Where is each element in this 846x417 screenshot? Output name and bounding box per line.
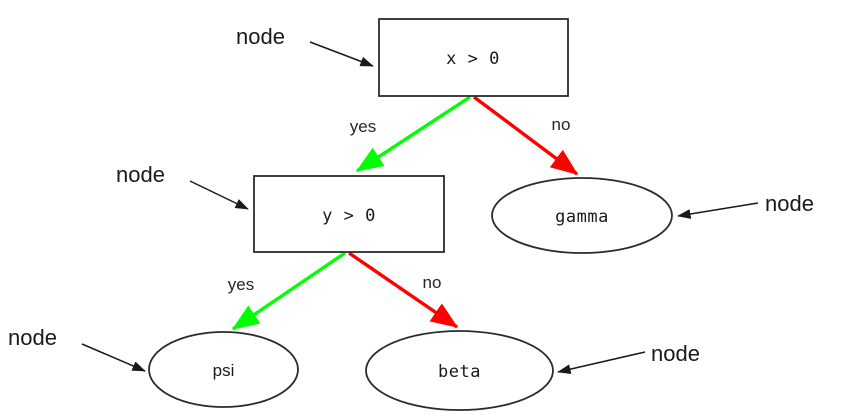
edge-inner-to-psi: yes [228, 251, 346, 331]
node-root-label: x > 0 [446, 49, 500, 69]
annotation-pointer-gamma [677, 202, 759, 219]
annotation-root: node [236, 24, 374, 67]
edge-label-yes-inner: yes [228, 275, 254, 294]
node-root-box[interactable] [378, 18, 569, 97]
node-gamma[interactable]: gamma [491, 177, 673, 254]
node-beta[interactable]: beta [365, 330, 554, 411]
node-gamma-ellipse[interactable] [491, 177, 673, 254]
node-gamma-label: gamma [555, 207, 609, 227]
edge-inner-to-beta: no [348, 251, 459, 329]
annotation-label-root: node [236, 24, 285, 49]
edge-line-no-inner [348, 251, 459, 329]
annotation-label-psi: node [8, 325, 57, 350]
edge-label-no-inner: no [423, 273, 442, 292]
annotation-gamma: node [677, 191, 814, 219]
edge-line-yes-root [355, 95, 471, 173]
node-psi-label: psi [213, 361, 235, 380]
annotation-label-inner: node [116, 162, 165, 187]
annotation-pointer-inner [189, 180, 249, 210]
node-inner[interactable]: y > 0 [253, 175, 445, 253]
node-psi-ellipse[interactable] [148, 331, 299, 408]
node-inner-box[interactable] [253, 175, 445, 253]
node-root[interactable]: x > 0 [378, 18, 569, 97]
annotation-pointer-psi [81, 343, 146, 372]
edge-label-no-root: no [552, 115, 571, 134]
annotation-label-gamma: node [765, 191, 814, 216]
edge-root-to-gamma: no [472, 95, 579, 176]
annotation-pointer-root [309, 41, 374, 67]
annotation-label-beta: node [651, 341, 700, 366]
edge-line-no-root [472, 95, 579, 176]
annotation-beta: node [557, 341, 700, 375]
edge-line-yes-inner [231, 251, 346, 331]
annotation-inner: node [116, 162, 249, 210]
node-beta-label: beta [438, 362, 481, 382]
node-beta-ellipse[interactable] [365, 330, 554, 411]
edge-label-yes-root: yes [350, 117, 376, 136]
annotation-pointer-beta [557, 351, 646, 375]
node-inner-label: y > 0 [322, 206, 376, 226]
annotation-psi: node [8, 325, 146, 372]
node-psi[interactable]: psi [148, 331, 299, 408]
edge-root-to-inner: yes [350, 95, 471, 173]
